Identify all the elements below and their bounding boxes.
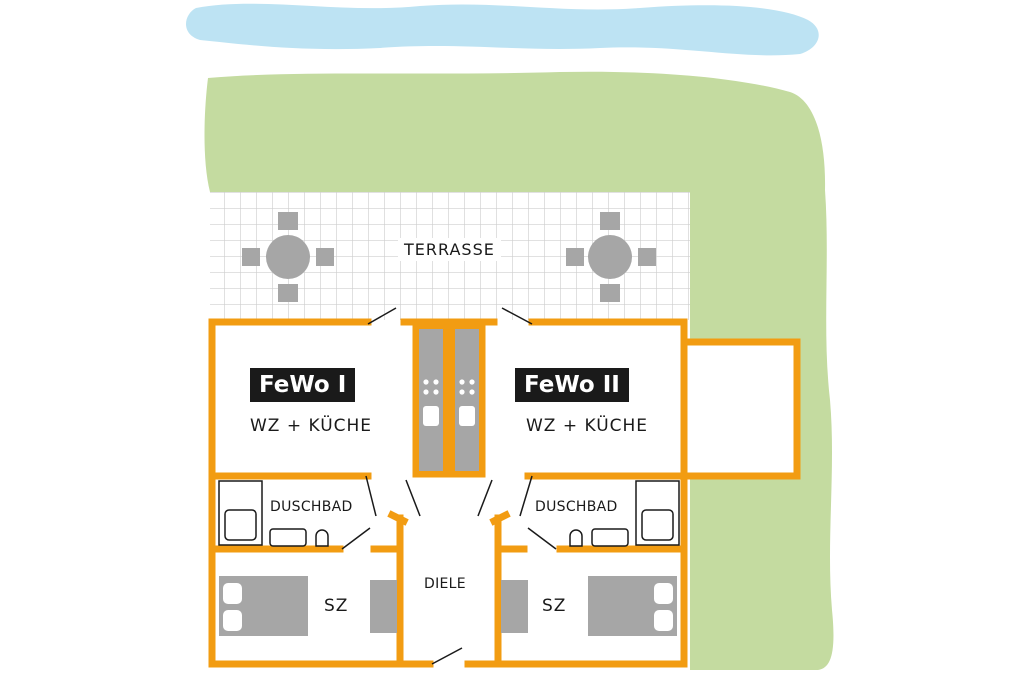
terrace-table-right: [566, 212, 656, 302]
unit-2-bath-label: DUSCHBAD: [535, 499, 618, 515]
building-walls: [208, 318, 801, 668]
bath-fixtures-left: [218, 480, 329, 547]
terrace-table-left: [242, 212, 334, 302]
bed-right: [588, 576, 677, 636]
water-area: [186, 3, 819, 56]
unit-1-living-label: WZ + KÜCHE: [250, 416, 373, 436]
unit-2-living-label: WZ + KÜCHE: [526, 416, 649, 436]
bath-fixtures-right: [569, 480, 680, 547]
wardrobe-left: [370, 580, 397, 633]
hall-label: DIELE: [424, 576, 466, 592]
terrace-label: TERRASSE: [398, 238, 501, 261]
unit-1-bedroom-label: SZ: [324, 596, 349, 616]
unit-1-title: FeWo I: [250, 368, 356, 402]
kitchen-counter-right: [455, 329, 479, 471]
kitchen-counter-left: [419, 329, 443, 471]
wardrobe-right: [501, 580, 528, 633]
bed-left: [219, 576, 308, 636]
unit-1-bath-label: DUSCHBAD: [270, 499, 353, 515]
unit-2-title: FeWo II: [515, 368, 629, 402]
unit-2-bedroom-label: SZ: [542, 596, 567, 616]
door-swings: [341, 307, 557, 665]
